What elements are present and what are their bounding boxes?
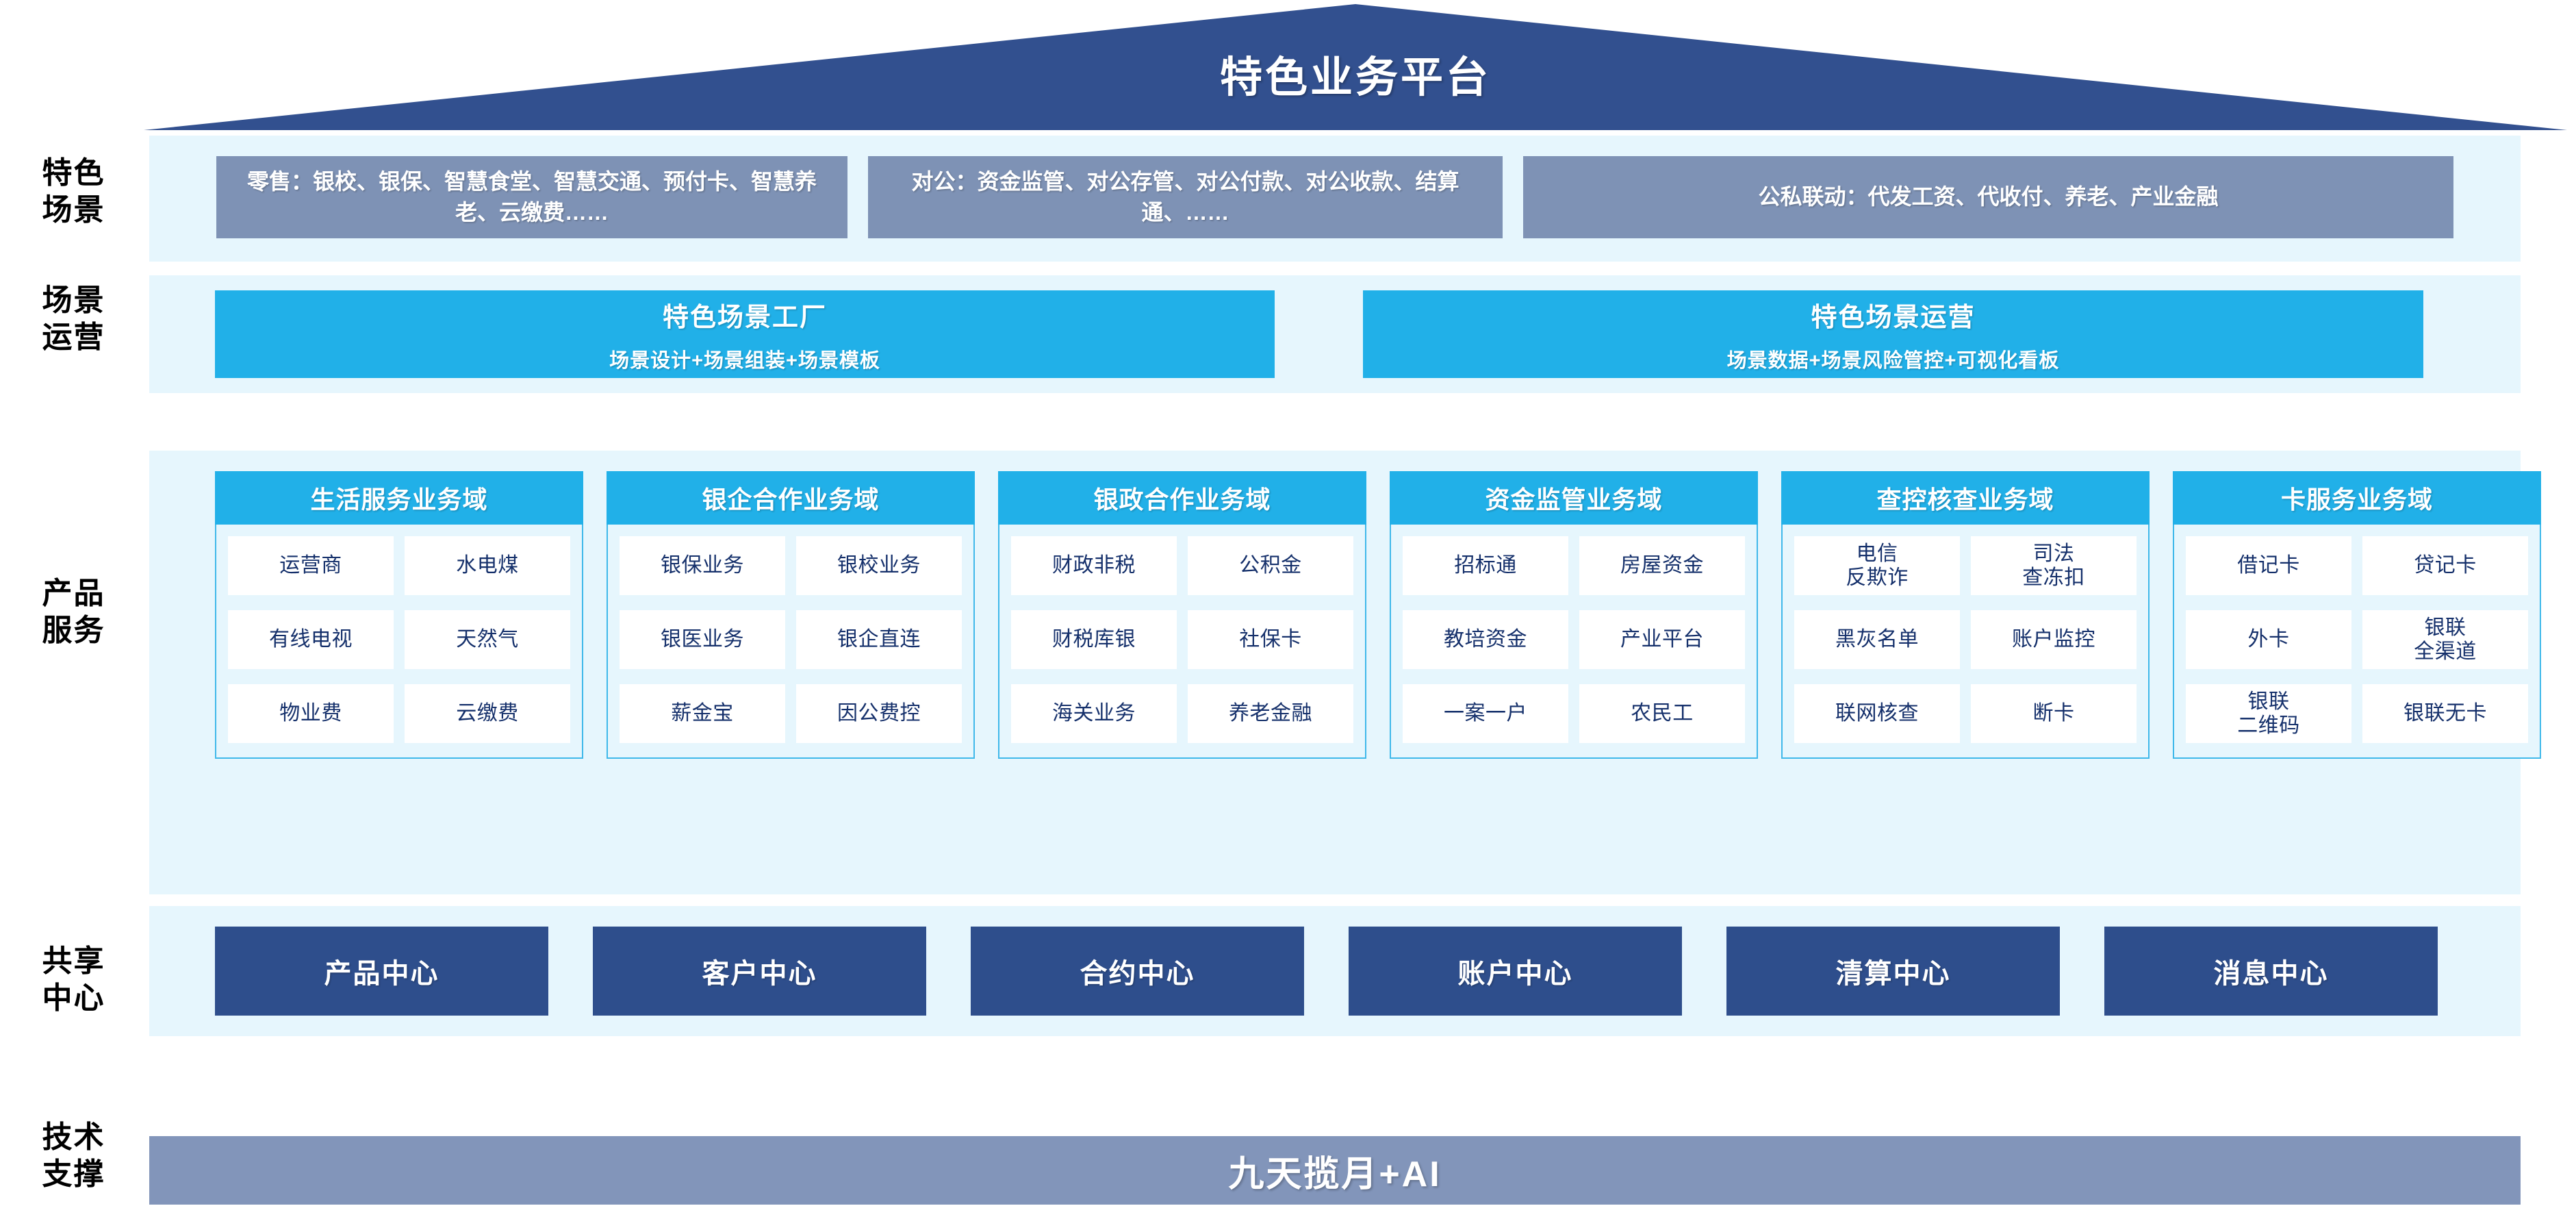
shared-center-product[interactable]: 产品中心 xyxy=(215,927,548,1016)
operation-title: 特色场景工厂 xyxy=(662,303,827,332)
domain-item[interactable]: 银保业务 xyxy=(620,536,785,595)
domain-item[interactable]: 薪金宝 xyxy=(620,684,785,743)
domain-item[interactable]: 有线电视 xyxy=(228,610,394,669)
operation-band: 特色场景工厂 场景设计+场景组装+场景模板 特色场景运营 场景数据+场景风险管控… xyxy=(149,275,2521,393)
domain-item[interactable]: 一案一户 xyxy=(1403,684,1568,743)
domain-item[interactable]: 公积金 xyxy=(1188,536,1353,595)
rail-label-scenario: 特色 场景 xyxy=(42,156,105,227)
domain-item-grid: 借记卡 贷记卡 外卡 银联 全渠道 银联 二维码 银联无卡 xyxy=(2173,525,2541,759)
domain-item[interactable]: 海关业务 xyxy=(1011,684,1177,743)
domain-title: 生活服务业务域 xyxy=(215,471,583,525)
tech-support-bar[interactable]: 九天揽月+AI xyxy=(149,1136,2521,1205)
scenario-box-public-private[interactable]: 公私联动：代发工资、代收付、养老、产业金融 xyxy=(1523,156,2453,238)
domain-item[interactable]: 因公费控 xyxy=(796,684,962,743)
domain-item[interactable]: 房屋资金 xyxy=(1579,536,1745,595)
domain-item[interactable]: 账户监控 xyxy=(1971,610,2137,669)
domain-card-life-service[interactable]: 生活服务业务域 运营商 水电煤 有线电视 天然气 物业费 云缴费 xyxy=(215,471,583,759)
domain-item[interactable]: 运营商 xyxy=(228,536,394,595)
scenario-box-retail[interactable]: 零售：银校、银保、智慧食堂、智慧交通、预付卡、智慧养老、云缴费…… xyxy=(216,156,847,238)
domain-item[interactable]: 物业费 xyxy=(228,684,394,743)
domain-item[interactable]: 产业平台 xyxy=(1579,610,1745,669)
domain-item[interactable]: 教培资金 xyxy=(1403,610,1568,669)
shared-center-band: 产品中心 客户中心 合约中心 账户中心 清算中心 消息中心 xyxy=(149,906,2521,1036)
rail-label-product-service: 产品 服务 xyxy=(42,577,105,647)
domain-item-grid: 招标通 房屋资金 教培资金 产业平台 一案一户 农民工 xyxy=(1390,525,1758,759)
domain-item[interactable]: 银联 全渠道 xyxy=(2362,610,2528,669)
scenario-box-corporate[interactable]: 对公：资金监管、对公存管、对公付款、对公收款、结算通、…… xyxy=(868,156,1503,238)
domain-item[interactable]: 招标通 xyxy=(1403,536,1568,595)
domain-item[interactable]: 联网核查 xyxy=(1794,684,1960,743)
domain-title: 资金监管业务域 xyxy=(1390,471,1758,525)
domain-item[interactable]: 断卡 xyxy=(1971,684,2137,743)
domain-item[interactable]: 水电煤 xyxy=(405,536,570,595)
domain-item[interactable]: 财税库银 xyxy=(1011,610,1177,669)
domain-item[interactable]: 云缴费 xyxy=(405,684,570,743)
domain-item[interactable]: 社保卡 xyxy=(1188,610,1353,669)
domain-card-bank-enterprise[interactable]: 银企合作业务域 银保业务 银校业务 银医业务 银企直连 薪金宝 因公费控 xyxy=(607,471,975,759)
operation-title: 特色场景运营 xyxy=(1811,303,1976,332)
scenario-band: 零售：银校、银保、智慧食堂、智慧交通、预付卡、智慧养老、云缴费…… 对公：资金监… xyxy=(149,136,2521,262)
domain-card-investigation-control[interactable]: 查控核查业务域 电信 反欺诈 司法 查冻扣 黑灰名单 账户监控 联网核查 断卡 xyxy=(1781,471,2150,759)
domain-item[interactable]: 司法 查冻扣 xyxy=(1971,536,2137,595)
domain-item[interactable]: 电信 反欺诈 xyxy=(1794,536,1960,595)
shared-center-clearing[interactable]: 清算中心 xyxy=(1726,927,2060,1016)
domain-item[interactable]: 贷记卡 xyxy=(2362,536,2528,595)
domain-item-grid: 财政非税 公积金 财税库银 社保卡 海关业务 养老金融 xyxy=(998,525,1366,759)
domain-title: 卡服务业务域 xyxy=(2173,471,2541,525)
domain-title: 查控核查业务域 xyxy=(1781,471,2150,525)
domain-item[interactable]: 外卡 xyxy=(2186,610,2351,669)
domain-card-bank-government[interactable]: 银政合作业务域 财政非税 公积金 财税库银 社保卡 海关业务 养老金融 xyxy=(998,471,1366,759)
domain-item[interactable]: 黑灰名单 xyxy=(1794,610,1960,669)
operation-subtitle: 场景数据+场景风险管控+可视化看板 xyxy=(1726,349,2060,372)
operation-subtitle: 场景设计+场景组装+场景模板 xyxy=(609,349,880,372)
platform-title-banner: 特色业务平台 xyxy=(144,4,2567,130)
domain-item[interactable]: 财政非税 xyxy=(1011,536,1177,595)
shared-center-contract[interactable]: 合约中心 xyxy=(971,927,1304,1016)
operation-box-scene-operation[interactable]: 特色场景运营 场景数据+场景风险管控+可视化看板 xyxy=(1363,290,2423,378)
product-service-band: 生活服务业务域 运营商 水电煤 有线电视 天然气 物业费 云缴费 银企合作业务域… xyxy=(149,451,2541,894)
domain-card-fund-supervision[interactable]: 资金监管业务域 招标通 房屋资金 教培资金 产业平台 一案一户 农民工 xyxy=(1390,471,1758,759)
rail-label-tech-support: 技术 支撑 xyxy=(42,1120,105,1191)
domain-item-grid: 电信 反欺诈 司法 查冻扣 黑灰名单 账户监控 联网核查 断卡 xyxy=(1781,525,2150,759)
rail-label-operation: 场景 运营 xyxy=(42,284,105,354)
operation-box-scene-factory[interactable]: 特色场景工厂 场景设计+场景组装+场景模板 xyxy=(215,290,1275,378)
rail-label-shared-center: 共享 中心 xyxy=(42,944,105,1015)
domain-item[interactable]: 借记卡 xyxy=(2186,536,2351,595)
domain-item[interactable]: 银校业务 xyxy=(796,536,962,595)
domain-title: 银政合作业务域 xyxy=(998,471,1366,525)
domain-item[interactable]: 农民工 xyxy=(1579,684,1745,743)
domain-item[interactable]: 银联无卡 xyxy=(2362,684,2528,743)
domain-card-card-service[interactable]: 卡服务业务域 借记卡 贷记卡 外卡 银联 全渠道 银联 二维码 银联无卡 xyxy=(2173,471,2541,759)
domain-title: 银企合作业务域 xyxy=(607,471,975,525)
shared-center-account[interactable]: 账户中心 xyxy=(1349,927,1682,1016)
domain-item-grid: 运营商 水电煤 有线电视 天然气 物业费 云缴费 xyxy=(215,525,583,759)
domain-item[interactable]: 银联 二维码 xyxy=(2186,684,2351,743)
shared-center-customer[interactable]: 客户中心 xyxy=(593,927,926,1016)
shared-center-message[interactable]: 消息中心 xyxy=(2104,927,2438,1016)
domain-item[interactable]: 银企直连 xyxy=(796,610,962,669)
domain-item[interactable]: 银医业务 xyxy=(620,610,785,669)
domain-item-grid: 银保业务 银校业务 银医业务 银企直连 薪金宝 因公费控 xyxy=(607,525,975,759)
domain-item[interactable]: 养老金融 xyxy=(1188,684,1353,743)
domain-item[interactable]: 天然气 xyxy=(405,610,570,669)
